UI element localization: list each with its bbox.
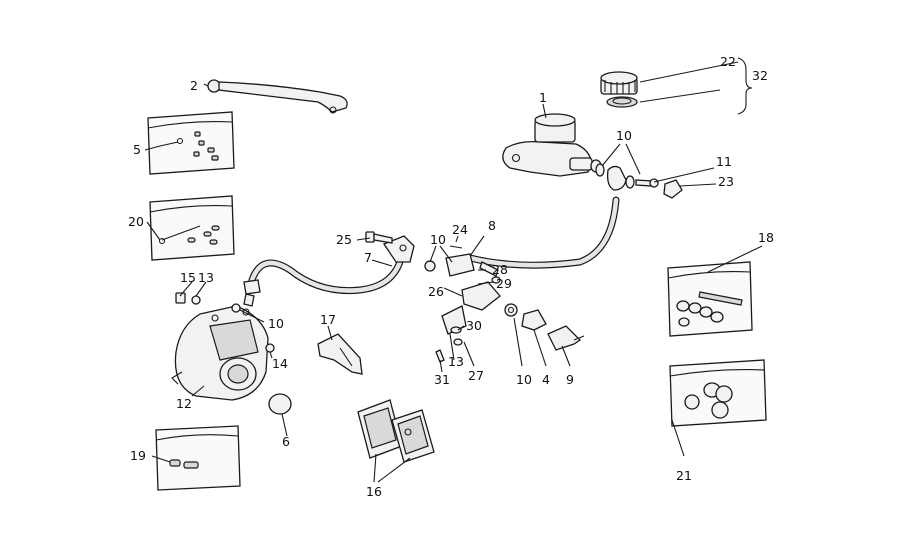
junction-block: [424, 253, 501, 363]
label-13-left: 13: [198, 270, 214, 285]
lever: [207, 79, 348, 114]
label-27: 27: [468, 368, 484, 383]
bag-20: [149, 195, 235, 261]
label-13-mid: 13: [448, 354, 464, 369]
label-1: 1: [539, 90, 547, 105]
brake-caliper: [171, 305, 269, 401]
label-22: 22: [720, 54, 736, 69]
label-7: 7: [364, 250, 372, 265]
label-4: 4: [542, 372, 550, 387]
reservoir-cap: [600, 71, 638, 108]
label-5: 5: [133, 142, 141, 157]
label-10-left: 10: [268, 316, 284, 331]
label-6: 6: [282, 434, 290, 449]
brake-pads: [357, 399, 435, 463]
bag-18: [667, 261, 753, 337]
cap-6: [268, 393, 292, 415]
brake-hose-7: [248, 250, 406, 295]
label-10-mid: 10: [430, 232, 446, 247]
hose-fitting-left: [243, 279, 261, 307]
label-31: 31: [434, 372, 450, 387]
washer-10-left: [231, 303, 241, 313]
brake-hose-8: [466, 196, 620, 269]
label-11: 11: [716, 154, 732, 169]
washer-14: [265, 343, 275, 353]
label-23: 23: [718, 174, 734, 189]
label-18: 18: [758, 230, 774, 245]
label-15: 15: [180, 270, 196, 285]
label-25: 25: [336, 232, 352, 247]
label-17: 17: [320, 312, 336, 327]
label-30: 30: [466, 318, 482, 333]
label-29: 29: [496, 276, 512, 291]
label-32: 32: [752, 68, 768, 83]
bolt-25: [365, 231, 393, 244]
leader-lines: [144, 57, 763, 483]
bag-19: [155, 425, 241, 491]
label-10-low: 10: [516, 372, 532, 387]
label-21: 21: [676, 468, 692, 483]
pad-spring-17: [317, 333, 363, 375]
label-2: 2: [190, 78, 198, 93]
label-9: 9: [566, 372, 574, 387]
bag-5: [147, 111, 235, 175]
label-10-top: 10: [616, 128, 632, 143]
master-cylinder: [502, 113, 602, 177]
label-12: 12: [176, 396, 192, 411]
brake-switch: [504, 303, 585, 351]
label-14: 14: [272, 356, 288, 371]
label-20: 20: [128, 214, 144, 229]
label-16: 16: [366, 484, 382, 499]
label-26: 26: [428, 284, 444, 299]
label-8: 8: [488, 218, 496, 233]
part-numbers: 2 5 20 19 1 22 32 10 11 23 18 21 8 24 10…: [128, 54, 774, 499]
label-24: 24: [452, 222, 468, 237]
bleed-screw-15: [175, 292, 201, 305]
bag-21: [669, 359, 767, 427]
label-28: 28: [492, 262, 508, 277]
banjo-fitting-top: [595, 163, 683, 199]
label-19: 19: [130, 448, 146, 463]
